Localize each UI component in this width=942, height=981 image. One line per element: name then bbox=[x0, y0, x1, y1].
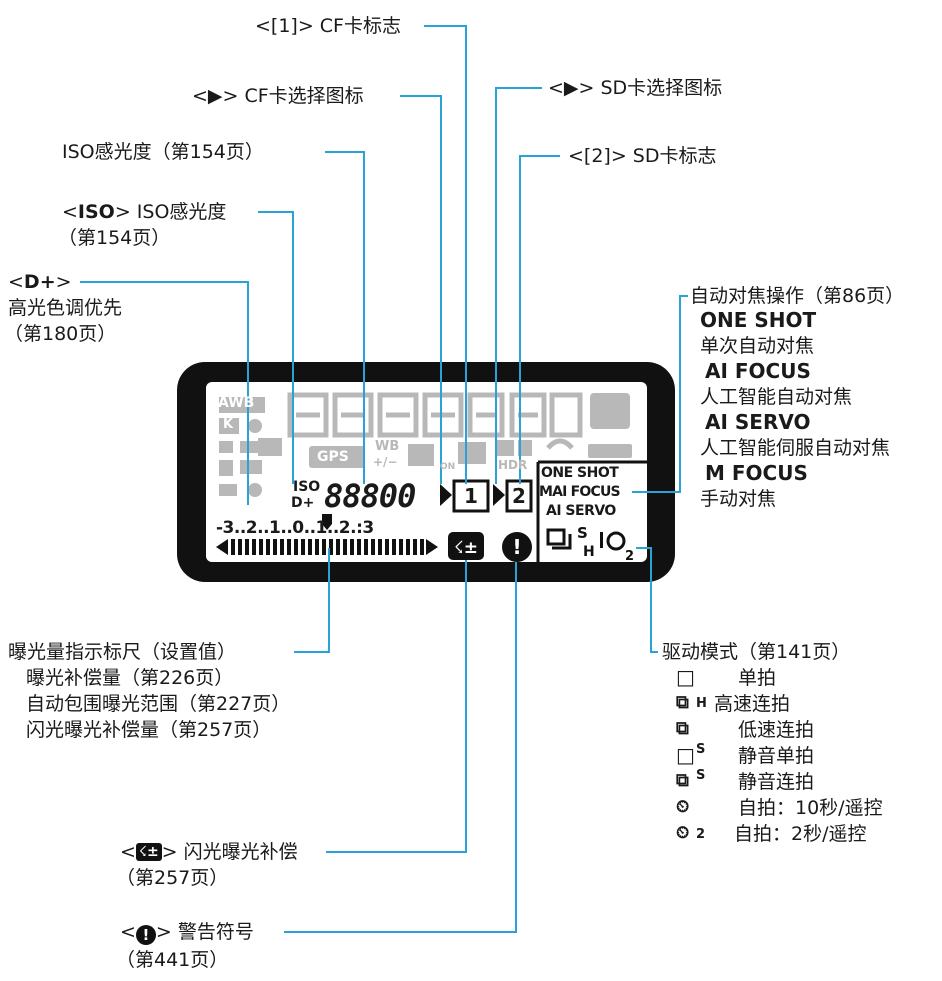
drive-desc-1: 单拍 bbox=[738, 667, 777, 689]
label-cf-select: <▶> CF卡选择图标 bbox=[192, 85, 364, 107]
lcd-on: ON bbox=[440, 462, 456, 472]
lcd-wb-pm: +/− bbox=[373, 455, 398, 469]
drive-sym-1: □ bbox=[676, 665, 695, 689]
label-iso-icon-post: > ISO感光度 bbox=[114, 201, 227, 223]
label-iso-icon: <ISO> ISO感光度 bbox=[62, 199, 226, 225]
drive-desc-2: 高速连拍 bbox=[714, 693, 791, 715]
lcd-af-ai-servo: AI SERVO bbox=[546, 503, 616, 519]
lcd-card2-number: 2 bbox=[512, 484, 526, 508]
lcd-card1-number: 1 bbox=[464, 484, 478, 508]
label-iso-icon-bold: ISO bbox=[77, 201, 115, 223]
label-flash-page: （第257页） bbox=[116, 867, 229, 889]
lcd-hdr: HDR bbox=[498, 458, 528, 472]
label-highlight-pre: < bbox=[8, 271, 24, 293]
leader-cf-card bbox=[424, 25, 467, 484]
drive-desc-7: 自拍：2秒/遥控 bbox=[734, 823, 867, 845]
label-af-ai-focus-desc: 人工智能自动对焦 bbox=[700, 386, 853, 408]
drive-desc-5: 静音连拍 bbox=[738, 771, 815, 793]
leader-exposure bbox=[294, 548, 330, 653]
label-sd-card: <[2]> SD卡标志 bbox=[568, 145, 717, 167]
lcd-scale-numbers: -3..2..1..0..1..2.:3 bbox=[216, 518, 374, 538]
lcd-gps: GPS bbox=[317, 449, 349, 465]
lcd-iso-value: 88800 bbox=[324, 477, 416, 515]
leader-iso-icon bbox=[258, 211, 294, 484]
drive-sub-2: H bbox=[696, 696, 707, 711]
label-af-ai-servo: AI SERVO bbox=[705, 410, 811, 434]
label-cf-card: <[1]> CF卡标志 bbox=[255, 15, 401, 37]
lcd-cf-select-arrow bbox=[440, 484, 452, 506]
label-highlight-name: 高光色调优先 bbox=[8, 297, 123, 319]
drive-sym-6: ⏲ bbox=[676, 797, 690, 817]
drive-sym-5: ⧉ bbox=[676, 770, 689, 791]
lcd-k: K bbox=[223, 417, 234, 432]
label-af-one-shot: ONE SHOT bbox=[700, 308, 817, 332]
drive-sub-7: 2 bbox=[696, 827, 706, 842]
leader-drive bbox=[636, 547, 658, 653]
leader-highlight bbox=[80, 281, 249, 505]
lcd-dplus: D+ bbox=[291, 495, 315, 511]
lcd-warning-icon bbox=[502, 532, 532, 562]
lcd-af-one-shot: ONE SHOT bbox=[541, 465, 619, 481]
label-warning-pre: < bbox=[120, 921, 136, 943]
svg-text:☇±: ☇± bbox=[454, 538, 478, 558]
label-af-ai-focus: AI FOCUS bbox=[705, 359, 811, 383]
leader-sd-card bbox=[519, 155, 560, 484]
drive-sym-7: ⏲ bbox=[676, 823, 690, 843]
leader-af bbox=[632, 295, 688, 493]
label-iso-speed: ISO感光度（第154页） bbox=[62, 141, 264, 163]
drive-sym-3: ⧉ bbox=[676, 718, 689, 739]
label-warning: <!> 警告符号 bbox=[120, 919, 254, 945]
leader-flash bbox=[326, 560, 467, 853]
label-exposure-line-3: 闪光曝光补偿量（第257页） bbox=[26, 719, 272, 741]
label-flash-comp: <☇±> 闪光曝光补偿 bbox=[120, 839, 298, 865]
svg-text:H: H bbox=[583, 544, 595, 560]
lcd-iso: ISO bbox=[293, 479, 321, 495]
drive-desc-3: 低速连拍 bbox=[738, 719, 815, 741]
label-iso-icon-pre: < bbox=[62, 201, 78, 223]
label-flash-pre: < bbox=[120, 841, 136, 863]
label-sd-select: <▶> SD卡选择图标 bbox=[548, 77, 723, 99]
lcd-af-mai-focus: MAI FOCUS bbox=[539, 484, 621, 500]
label-highlight-page: （第180页） bbox=[4, 323, 117, 345]
label-flash-post: > 闪光曝光补偿 bbox=[161, 841, 298, 863]
label-drive-title: 驱动模式（第141页） bbox=[662, 641, 851, 663]
label-warning-post: > 警告符号 bbox=[155, 921, 254, 943]
drive-sub-5: S bbox=[696, 768, 706, 783]
label-exposure-title: 曝光量指示标尺（设置值） bbox=[8, 641, 237, 663]
drive-desc-4: 静音单拍 bbox=[738, 745, 815, 767]
lcd-flash-comp-icon bbox=[448, 532, 484, 560]
drive-desc-6: 自拍：10秒/遥控 bbox=[738, 797, 883, 819]
warning-icon: ! bbox=[135, 925, 156, 945]
label-af-title: 自动对焦操作（第86页） bbox=[690, 285, 905, 307]
flash-comp-icon: ☇± bbox=[135, 843, 162, 861]
label-af-ai-servo-desc: 人工智能伺服自动对焦 bbox=[700, 437, 891, 459]
drive-sym-2: ⧉ bbox=[676, 692, 689, 713]
label-highlight-post: > bbox=[55, 271, 72, 293]
drive-sym-4: □ bbox=[676, 743, 695, 767]
leader-cf-select bbox=[400, 95, 442, 484]
lcd-awb: AWB bbox=[218, 395, 255, 411]
lcd-wb-small: WB bbox=[375, 439, 400, 454]
lcd-cf-card-frame bbox=[452, 479, 490, 513]
svg-text:!: ! bbox=[512, 535, 521, 559]
label-exposure-line-1: 曝光补偿量（第226页） bbox=[26, 667, 234, 689]
label-highlight-icon: <D+> bbox=[8, 269, 72, 295]
svg-text:2: 2 bbox=[625, 549, 634, 564]
drive-sub-4: S bbox=[696, 742, 706, 757]
label-af-one-shot-desc: 单次自动对焦 bbox=[700, 335, 815, 357]
label-highlight-bold: D+ bbox=[23, 271, 56, 293]
svg-text:S: S bbox=[577, 524, 588, 542]
label-af-m-focus-desc: 手动对焦 bbox=[700, 488, 777, 510]
leader-iso-speed bbox=[325, 151, 365, 484]
lcd-sd-select-arrow bbox=[493, 484, 505, 506]
label-af-m-focus: M FOCUS bbox=[705, 461, 808, 485]
leader-warning bbox=[284, 562, 517, 933]
label-exposure-line-2: 自动包围曝光范围（第227页） bbox=[26, 693, 291, 715]
label-iso-icon-page: （第154页） bbox=[58, 227, 171, 249]
label-warning-page: （第441页） bbox=[116, 949, 229, 971]
leader-sd-select bbox=[495, 87, 542, 484]
